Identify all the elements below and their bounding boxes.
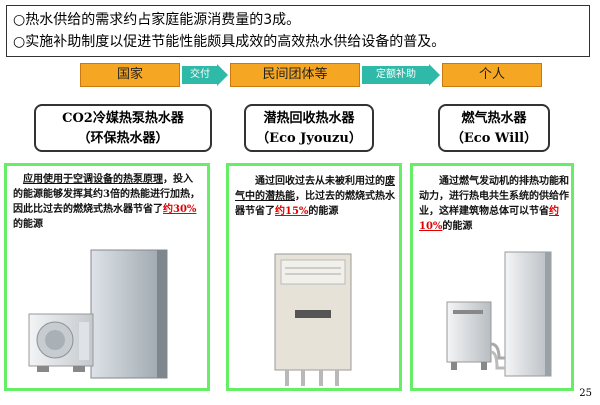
product-title-latent: 潜热回收热水器 （Eco Jyouzu） — [244, 104, 374, 152]
panel-heatpump: 应用使用于空调设备的热泵原理，投入的能源能够发挥其约3倍的热能进行加热，因此比过… — [4, 163, 210, 391]
product-title-heatpump-line1: CO2冷媒热泵热水器 — [62, 111, 184, 126]
desc-heatpump-body: ，投入的能源能够发挥其约3倍的热能进行加热，因此比过去的燃烧式热水器节省了 — [13, 174, 200, 215]
product-title-gas-line1: 燃气热水器 — [461, 111, 527, 126]
desc-latent-underlined: 废气中的潜热能 — [235, 176, 395, 202]
arrow-subsidy: 定额补助 — [362, 64, 440, 86]
product-title-gas-line2: （Eco Will） — [450, 131, 538, 146]
product-title-heatpump-line2: （环保热水器） — [77, 131, 169, 146]
desc-gas-end: 的能源 — [442, 221, 473, 232]
product-title-gas: 燃气热水器 （Eco Will） — [438, 104, 550, 152]
flow-box-organization: 民间团体等 — [230, 63, 360, 87]
panel-latent: 通过回收过去从未被利用过的废气中的潜热能，比过去的燃烧式热水器节省了约15%的能… — [226, 163, 402, 391]
page-number: 25 — [579, 388, 592, 399]
arrow-grant: 交付 — [182, 64, 228, 86]
flow-box-individual: 个人 — [442, 63, 542, 87]
desc-heatpump-highlight: 约30% — [163, 204, 197, 215]
desc-gas: 通过燃气发动机的排热功能和动力，进行热电共生系统的供给作业，这样建筑物总体可以节… — [419, 174, 569, 234]
desc-heatpump-end: 的能源 — [13, 219, 43, 230]
latent-unit-image — [274, 253, 352, 386]
desc-heatpump: 应用使用于空调设备的热泵原理，投入的能源能够发挥其约3倍的热能进行加热，因此比过… — [13, 172, 201, 232]
desc-heatpump-underlined: 应用使用于空调设备的热泵原理 — [23, 174, 163, 185]
product-title-latent-line1: 潜热回收热水器 — [263, 111, 355, 126]
desc-latent-body2: ，比过去的燃烧式热水器节省了 — [235, 191, 395, 217]
intro-line-1: ○热水供给的需求约占家庭能源消费量的3成。 — [13, 12, 301, 28]
desc-gas-body: 通过燃气发动机的排热功能和动力，进行热电共生系统的供给作业，这样建筑物总体可以节… — [419, 176, 569, 217]
gas-unit-image — [446, 251, 552, 377]
arrow-grant-label: 交付 — [190, 69, 210, 80]
heatpump-unit-image — [28, 249, 168, 379]
desc-latent-end: 的能源 — [308, 206, 339, 217]
arrow-subsidy-label: 定额补助 — [376, 69, 416, 80]
product-title-heatpump: CO2冷媒热泵热水器 （环保热水器） — [34, 104, 212, 152]
product-title-latent-line2: （Eco Jyouzu） — [256, 131, 362, 146]
intro-box: ○热水供给的需求约占家庭能源消费量的3成。 ○实施补助制度以促进节能性能颇具成效… — [6, 5, 590, 57]
desc-latent: 通过回收过去从未被利用过的废气中的潜热能，比过去的燃烧式热水器节省了约15%的能… — [235, 174, 395, 219]
desc-gas-highlight: 约10% — [419, 206, 559, 232]
panel-gas: 通过燃气发动机的排热功能和动力，进行热电共生系统的供给作业，这样建筑物总体可以节… — [410, 163, 574, 391]
desc-latent-highlight: 约15% — [275, 206, 309, 217]
desc-latent-body: 通过回收过去从未被利用过的 — [255, 176, 385, 187]
intro-line-2: ○实施补助制度以促进节能性能颇具成效的高效热水供给设备的普及。 — [13, 34, 446, 50]
flow-box-country: 国家 — [80, 63, 180, 87]
